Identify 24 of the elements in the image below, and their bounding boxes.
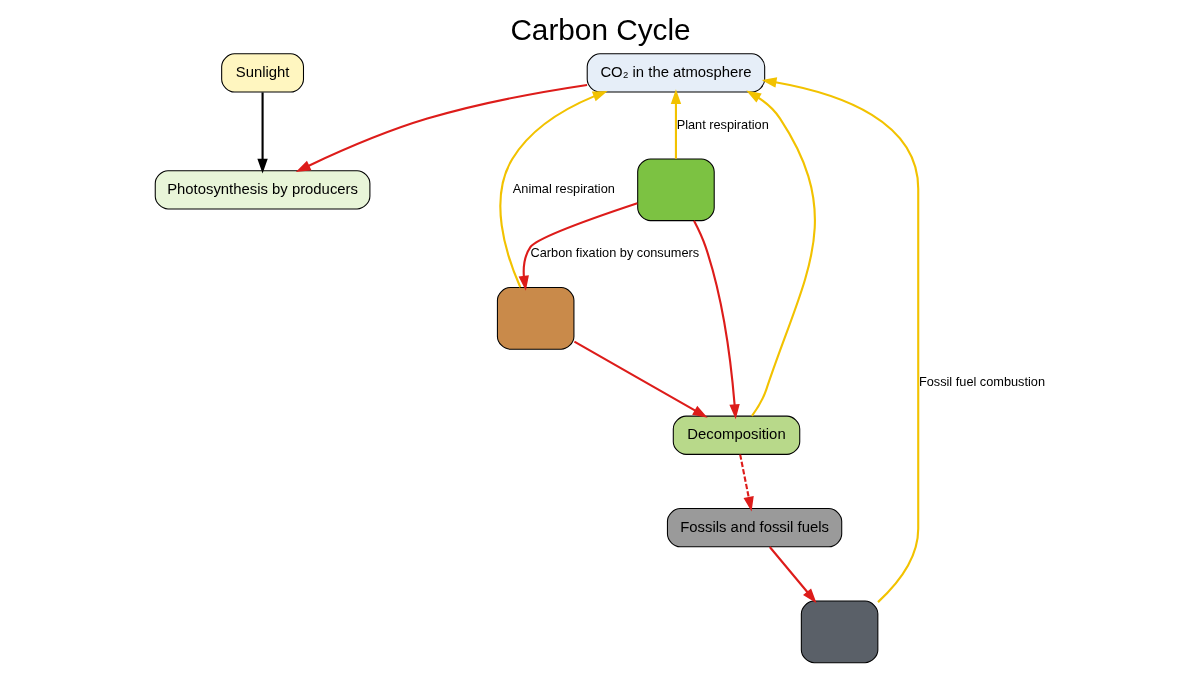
arrow [518, 202, 638, 291]
arrow [738, 454, 754, 512]
arrow [573, 340, 708, 418]
edge-label: Plant respiration [676, 116, 769, 132]
arrow [670, 89, 681, 159]
node-box: Decomposition [672, 415, 800, 455]
node-box [800, 600, 878, 664]
arrow [768, 546, 817, 604]
node-box [636, 158, 715, 222]
node-box: Sunlight [220, 53, 304, 93]
node-box: Fossils and fossil fuels [666, 508, 842, 548]
arrow [761, 77, 919, 603]
arrow [256, 92, 268, 174]
node-box: CO₂ in the atmosphere [586, 53, 765, 93]
arrow [295, 83, 587, 172]
arrow [745, 90, 816, 417]
edge-label: Carbon fixation by consumers [530, 245, 699, 261]
diagram-title: Carbon Cycle [509, 13, 691, 47]
edge-label: Animal respiration [512, 181, 615, 197]
edge-label: Fossil fuel combustion [918, 373, 1045, 389]
arrow [498, 91, 608, 288]
arrow [692, 220, 740, 420]
node-box: Photosynthesis by producers [154, 170, 370, 210]
node-box [496, 287, 574, 350]
